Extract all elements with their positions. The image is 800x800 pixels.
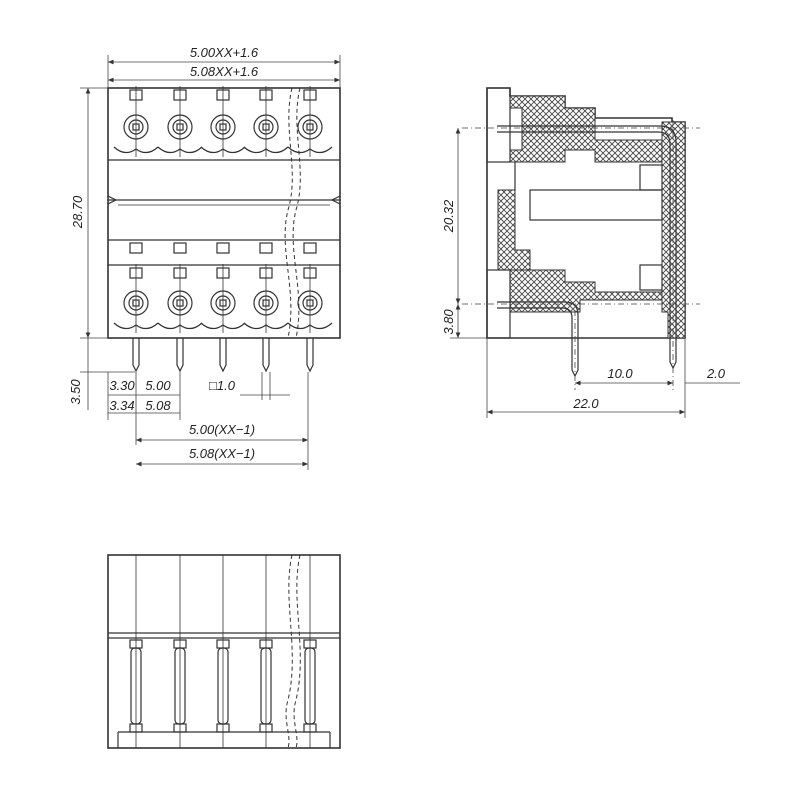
pin [262,338,270,373]
screw-socket [306,299,314,307]
height-dim: 28.70 [70,195,85,229]
pin [306,338,314,373]
screw-head [253,290,279,316]
terminal-curve [287,146,333,154]
slot-bottom [216,723,230,733]
terminal-curve [113,146,159,154]
side-height-dim: 20.32 [441,199,456,233]
latch [303,242,317,254]
latch [216,242,230,254]
slot-bottom [259,723,273,733]
screw-inner [215,119,231,135]
terminal-curve [157,146,203,154]
screw-socket [219,299,227,307]
pin [219,338,227,373]
screw-inner [258,119,274,135]
pin-len-dim: 3.50 [68,379,83,405]
screw-socket [176,123,184,131]
bottom-dim-2: 5.08(XX−1) [189,446,255,461]
screw-inner [302,295,318,311]
depth-dim: 22.0 [572,396,599,411]
terminal-curve [157,322,203,330]
screw-head [210,290,236,316]
pitch-left-2: 3.34 [109,398,134,413]
screw-socket [176,299,184,307]
offset-dim: 2.0 [706,366,726,381]
slot-bottom [303,723,317,733]
screw-inner [172,295,188,311]
top-dim-2: 5.08XX+1.6 [190,64,259,79]
side-view: 20.32 3.80 10.0 2.0 22.0 [441,87,740,418]
latch [173,242,187,254]
pin [132,338,140,373]
front-screws-top [113,86,333,157]
bottom-dim-1: 5.00(XX−1) [189,422,255,437]
screw-head [123,290,149,316]
terminal-curve [113,322,159,330]
pin-spacing-dim: 10.0 [607,366,633,381]
screw-head [297,114,323,140]
terminal-curve [200,146,246,154]
screw-head [210,114,236,140]
slot-bottom [129,723,143,733]
terminal-curve [200,322,246,330]
top-dim-1: 5.00XX+1.6 [190,45,259,60]
screw-head [123,114,149,140]
screw-inner [128,119,144,135]
screw-inner [215,295,231,311]
pitch-left-1: 3.30 [109,378,135,393]
front-pins [129,242,317,373]
screw-socket [132,299,140,307]
front-view: 5.00XX+1.6 5.08XX+1.6 28.70 3.50 3.30 3.… [68,45,341,470]
screw-head [167,114,193,140]
pin-section: □1.0 [209,378,236,393]
screw-head [297,290,323,316]
terminal-curve [243,322,289,330]
screw-inner [302,119,318,135]
bottom-slots [129,555,317,748]
screw-inner [172,119,188,135]
pin [176,338,184,373]
screw-inner [258,295,274,311]
screw-head [167,290,193,316]
latch [259,242,273,254]
screw-socket [262,299,270,307]
screw-socket [306,123,314,131]
pitch-2: 5.08 [145,398,171,413]
screw-head [253,114,279,140]
terminal-curve [287,322,333,330]
screw-socket [219,123,227,131]
screw-socket [132,123,140,131]
bottom-view [107,554,341,749]
front-screws-bottom [113,264,333,333]
slot-bottom [173,723,187,733]
latch [129,242,143,254]
pitch-1: 5.00 [145,378,171,393]
screw-socket [262,123,270,131]
terminal-curve [243,146,289,154]
screw-inner [128,295,144,311]
side-lower-dim: 3.80 [441,309,456,335]
